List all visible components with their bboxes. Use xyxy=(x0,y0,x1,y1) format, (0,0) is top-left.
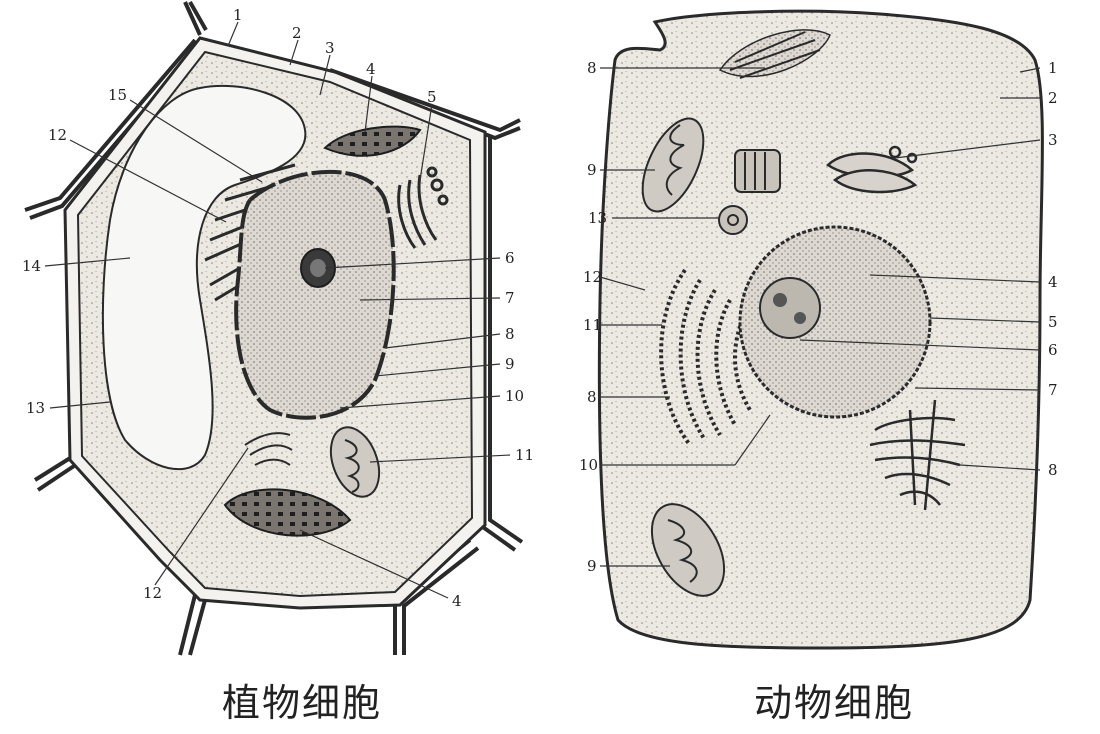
animal-golgi xyxy=(826,145,918,194)
plant-er-bottom xyxy=(244,432,293,466)
plant-golgi xyxy=(397,166,449,249)
animal-centrosome-top xyxy=(718,29,831,79)
animal-label: 9 xyxy=(587,161,597,179)
plant-cell: 1 2 3 4 5 15 12 14 6 7 8 9 10 11 13 12 4 xyxy=(22,1,534,656)
plant-label: 8 xyxy=(505,325,515,343)
plant-label: 13 xyxy=(26,399,45,417)
animal-label: 9 xyxy=(587,557,597,575)
animal-centrosome-bottom xyxy=(869,399,966,511)
plant-label: 3 xyxy=(325,39,335,57)
animal-label: 3 xyxy=(1048,131,1058,149)
animal-label: 11 xyxy=(583,316,602,334)
plant-mitochondrion xyxy=(329,426,381,498)
animal-label: 12 xyxy=(583,268,602,286)
plant-label: 12 xyxy=(143,584,162,602)
plant-chloroplast-bottom xyxy=(223,488,352,537)
plant-leader-lines xyxy=(44,21,511,599)
plant-label: 12 xyxy=(48,126,67,144)
animal-label: 13 xyxy=(588,209,607,227)
plant-cell-caption: 植物细胞 xyxy=(222,681,383,725)
plant-labels: 1 2 3 4 5 15 12 14 6 7 8 9 10 11 13 12 4 xyxy=(22,6,534,610)
animal-mitochondrion-bottom xyxy=(650,503,726,597)
plant-label: 4 xyxy=(452,592,462,610)
plant-chloroplast-top xyxy=(323,125,422,157)
plant-label: 5 xyxy=(427,88,437,106)
animal-nucleolus xyxy=(759,277,821,339)
animal-label: 5 xyxy=(1048,313,1058,331)
plant-label: 14 xyxy=(22,257,41,275)
animal-label: 8 xyxy=(587,59,597,77)
plant-label: 6 xyxy=(505,249,515,267)
plant-label: 15 xyxy=(108,86,127,104)
plant-vacuole xyxy=(101,84,307,471)
animal-label: 2 xyxy=(1048,89,1058,107)
animal-mitochondrion-top xyxy=(641,117,705,213)
plant-label: 10 xyxy=(505,387,524,405)
animal-label: 10 xyxy=(579,456,598,474)
plant-label: 7 xyxy=(505,289,515,307)
animal-cell-caption: 动物细胞 xyxy=(754,681,915,725)
animal-label: 1 xyxy=(1048,59,1058,77)
animal-label: 4 xyxy=(1048,273,1058,291)
animal-label: 6 xyxy=(1048,341,1058,359)
animal-rough-er xyxy=(659,268,752,447)
animal-label: 8 xyxy=(1048,461,1058,479)
animal-centrioles xyxy=(718,149,781,235)
plant-nucleus xyxy=(234,169,396,420)
animal-nucleus xyxy=(738,225,932,419)
animal-cell: 8 1 2 3 9 13 12 4 11 5 6 8 7 10 8 9 xyxy=(579,9,1058,650)
plant-label: 11 xyxy=(515,446,534,464)
animal-labels: 8 1 2 3 9 13 12 4 11 5 6 8 7 10 8 9 xyxy=(579,59,1058,575)
plant-label: 9 xyxy=(505,355,515,373)
plant-label: 4 xyxy=(366,60,376,78)
animal-label: 8 xyxy=(587,388,597,406)
animal-leader-lines xyxy=(599,67,1041,567)
animal-label: 7 xyxy=(1048,381,1058,399)
plant-label: 1 xyxy=(233,6,243,24)
plant-label: 2 xyxy=(292,24,302,42)
